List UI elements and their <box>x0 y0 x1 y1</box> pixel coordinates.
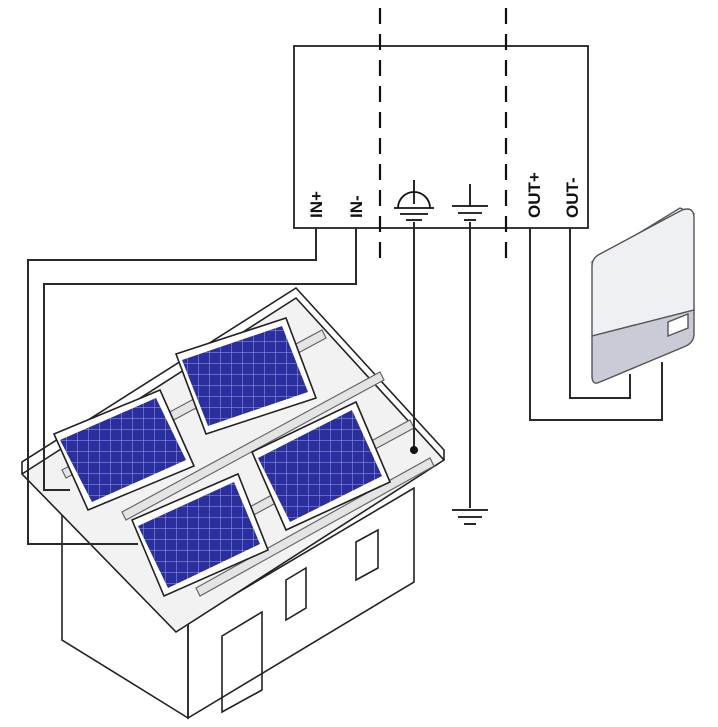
wiring <box>27 222 663 545</box>
solar-panel <box>250 400 392 532</box>
wire-out-plus <box>529 228 663 421</box>
house-door <box>221 610 263 714</box>
inverter-display-icon <box>667 312 689 338</box>
solar-panel <box>174 317 318 435</box>
house-window <box>285 566 307 622</box>
spd-enclosure <box>293 45 589 229</box>
house-window <box>355 528 379 582</box>
solar-panel <box>130 472 270 598</box>
roof-edge <box>21 286 445 474</box>
mounting-rail <box>121 371 385 521</box>
terminal-label-out-minus: OUT- <box>563 177 582 218</box>
mounting-rail <box>195 457 435 597</box>
terminal-label-in-plus: IN+ <box>307 191 326 218</box>
solar-panels <box>52 317 392 598</box>
inverter <box>590 207 696 384</box>
wire-in-minus <box>43 228 357 491</box>
protective-earth-icon <box>394 180 434 221</box>
wire-in-plus <box>27 228 317 545</box>
wire-out-minus <box>569 228 631 399</box>
ground-icon <box>452 509 488 525</box>
terminal-label-in-minus: IN- <box>347 195 366 218</box>
earth-connection-point <box>410 446 418 454</box>
ground-icon <box>452 184 488 221</box>
terminal-label-out-plus: OUT+ <box>525 172 544 218</box>
house-side-wall <box>187 486 415 720</box>
solar-panel <box>52 388 196 512</box>
inverter-body <box>591 208 695 337</box>
